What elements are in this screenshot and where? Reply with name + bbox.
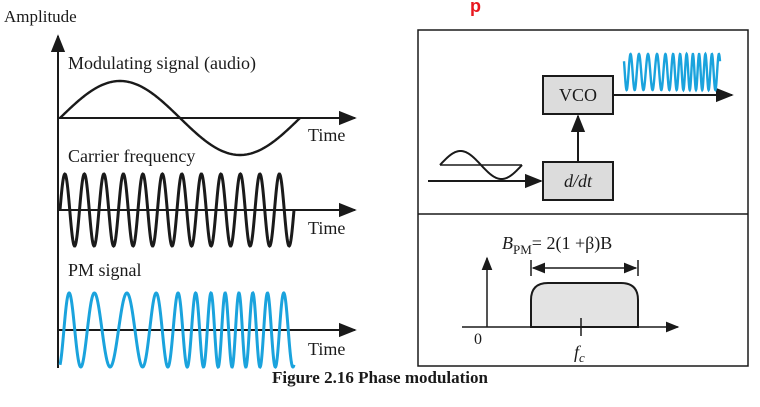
figure-caption: Figure 2.16 Phase modulation xyxy=(272,368,488,387)
time-label-modulating: Time xyxy=(308,125,345,145)
center-frequency-symbol: f xyxy=(574,342,582,362)
time-label-pm: Time xyxy=(308,339,345,359)
spectrum-band xyxy=(530,282,639,328)
vco-label: VCO xyxy=(559,85,597,105)
vco-output-pm-wave xyxy=(622,51,722,93)
bandwidth-subscript: PM xyxy=(513,242,532,257)
bandwidth-expression: = 2(1 +β)B xyxy=(532,233,612,254)
amplitude-label: Amplitude xyxy=(4,7,77,26)
pm-signal-label: PM signal xyxy=(68,260,142,280)
pm-signal-wave xyxy=(58,291,296,369)
center-frequency-label: fc xyxy=(574,342,585,365)
right-panel-frame xyxy=(417,29,749,367)
bandwidth-formula: BPM= 2(1 +β)B xyxy=(502,233,612,257)
differentiator-label: d/dt xyxy=(564,171,593,191)
time-label-carrier: Time xyxy=(308,218,345,238)
modulating-signal-label: Modulating signal (audio) xyxy=(68,53,256,74)
origin-label: 0 xyxy=(474,331,482,348)
carrier-wave xyxy=(58,172,296,248)
center-frequency-subscript: c xyxy=(579,350,585,365)
modulating-signal-wave xyxy=(59,79,301,157)
carrier-frequency-label: Carrier frequency xyxy=(68,146,195,166)
bandwidth-symbol: B xyxy=(502,233,513,253)
header-banner-fragment: p xyxy=(470,0,481,16)
